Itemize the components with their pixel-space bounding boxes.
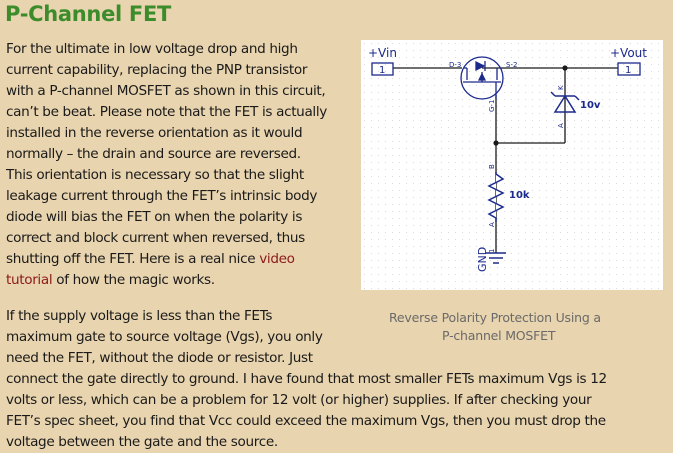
- svg-text:1: 1: [379, 65, 385, 76]
- text-line: shutting off the FET. Here is a real nic…: [6, 250, 295, 268]
- text-line: need the FET, without the diode or resis…: [6, 350, 313, 366]
- schematic-figure: 1 +Vin 1 +Vout D-3 S-2 G-1 K A 10v B A 1…: [361, 40, 663, 290]
- video-tutorial-link[interactable]: tutorial: [6, 272, 53, 288]
- text-line: diode will bias the FET on when the pola…: [6, 209, 303, 225]
- text-line: For the ultimate in low voltage drop and…: [6, 41, 298, 57]
- text-line: leakage current through the FET’s intrin…: [6, 188, 318, 204]
- zener-diode-symbol: [550, 91, 580, 113]
- ground-symbol: [486, 252, 506, 264]
- fet-gate-label: G-1: [488, 100, 496, 112]
- mosfet-symbol: [460, 56, 504, 100]
- text-line: correct and block current when reversed,…: [6, 230, 305, 246]
- text-line: voltage between the gate and the source.: [6, 434, 278, 450]
- text-line: normally – the drain and source are reve…: [6, 146, 301, 162]
- text-line: tutorial of how the magic works.: [6, 271, 215, 289]
- resistor-value: 10k: [509, 190, 530, 201]
- fet-drain-label: D-3: [449, 61, 461, 69]
- page-title: P-Channel FET: [5, 2, 172, 26]
- vin-label: +Vin: [368, 46, 397, 60]
- resistor-symbol: [487, 172, 505, 222]
- text-segment: of how the magic works.: [52, 272, 215, 288]
- vout-connector: 1 +Vout: [610, 46, 647, 76]
- svg-text:1: 1: [625, 65, 631, 76]
- zener-k-label: K: [557, 85, 565, 90]
- zener-a-label: A: [557, 123, 565, 128]
- gnd-pin: 1: [488, 249, 496, 253]
- fet-source-label: S-2: [506, 61, 517, 69]
- figure-caption: P-channel MOSFET: [442, 328, 556, 343]
- video-tutorial-link[interactable]: video: [259, 251, 295, 267]
- figure-caption: Reverse Polarity Protection Using a: [389, 310, 601, 325]
- gnd-label: GND: [476, 247, 489, 272]
- wires: [393, 67, 618, 253]
- schematic-diagram: 1 +Vin 1 +Vout D-3 S-2 G-1 K A 10v B A 1…: [368, 46, 647, 272]
- text-segment: shutting off the FET. Here is a real nic…: [6, 251, 260, 267]
- text-line: connect the gate directly to ground. I h…: [6, 371, 607, 387]
- text-line: installed in the reverse orientation as …: [6, 125, 303, 141]
- zener-value: 10v: [580, 100, 601, 111]
- junction-dot: [562, 65, 568, 71]
- text-line: can’t be beat. Please note that the FET …: [6, 104, 327, 120]
- text-line: maximum gate to source voltage (Vgs), yo…: [6, 329, 323, 345]
- vin-connector: 1 +Vin: [368, 46, 397, 76]
- text-line: current capability, replacing the PNP tr…: [6, 62, 308, 78]
- text-line: with a P-channel MOSFET as shown in this…: [6, 83, 326, 99]
- resistor-a-label: A: [488, 222, 496, 227]
- text-line: If the supply voltage is less than the F…: [6, 308, 273, 324]
- vout-label: +Vout: [610, 46, 647, 60]
- resistor-b-label: B: [488, 164, 496, 169]
- text-line: FET’s spec sheet, you find that Vcc coul…: [6, 413, 606, 429]
- text-line: This orientation is necessary so that th…: [6, 167, 304, 183]
- text-line: volts or less, which can be a problem fo…: [6, 392, 592, 408]
- junction-dot: [493, 140, 499, 146]
